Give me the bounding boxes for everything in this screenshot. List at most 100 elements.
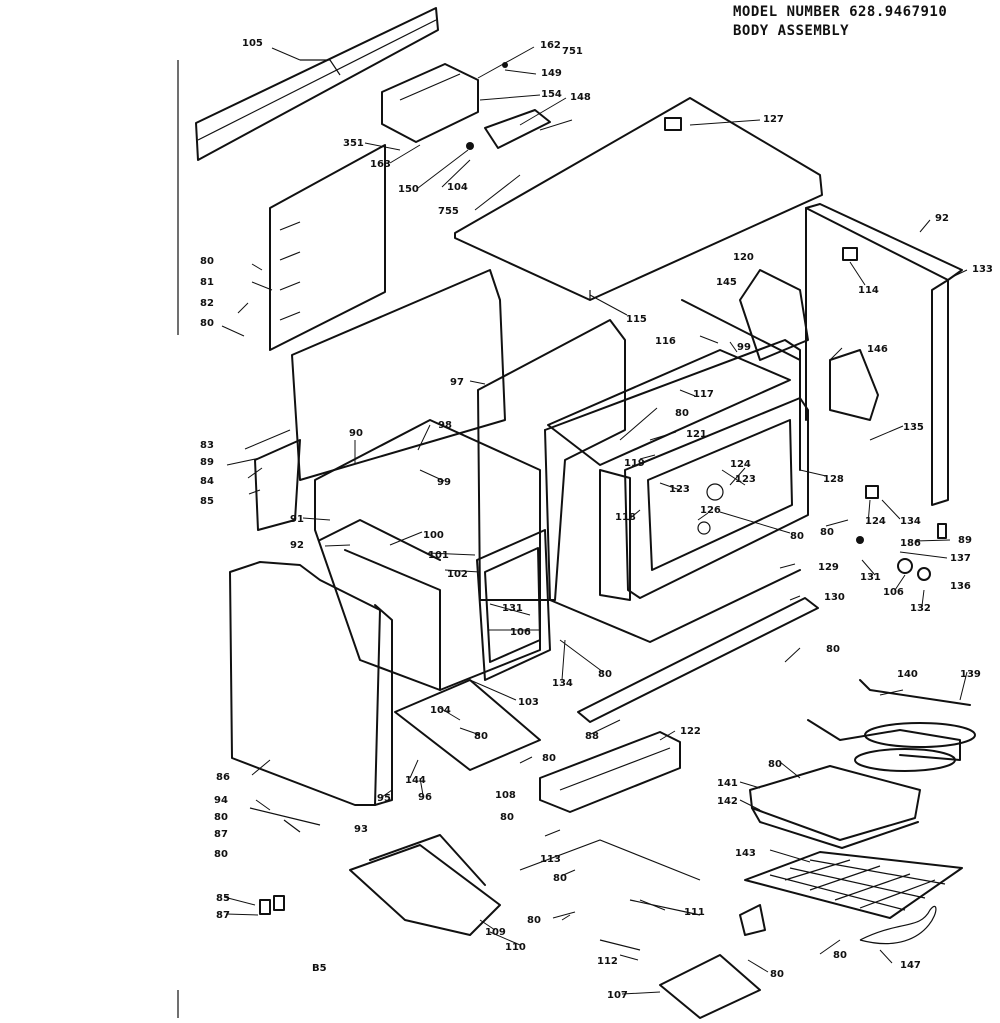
small-hardware-parts	[249, 485, 947, 951]
part-label: 148	[570, 92, 591, 103]
part-label: 128	[823, 474, 844, 485]
part-label: 131	[860, 572, 881, 583]
part-label: 89	[958, 535, 972, 546]
part-label: 80	[474, 731, 488, 742]
part-label: 144	[405, 775, 426, 786]
part-label: 143	[735, 848, 756, 859]
part-104-bottom-panel	[394, 679, 541, 771]
part-label: 80	[553, 873, 567, 884]
part-label: 130	[824, 592, 845, 603]
part-133-side-frame	[805, 203, 963, 506]
part-label: 94	[214, 795, 228, 806]
part-label: 92	[935, 213, 949, 224]
part-number-labels: 105 162 751 149 154 148 351 163 150 104 …	[200, 38, 993, 1001]
part-label: 141	[717, 778, 738, 789]
part-label: 93	[354, 824, 368, 835]
part-label: 113	[540, 854, 561, 865]
part-label: 80	[820, 527, 834, 538]
part-label: 99	[437, 477, 451, 488]
part-label: 119	[624, 458, 645, 469]
part-label: 154	[541, 89, 562, 100]
part-label: 134	[552, 678, 573, 689]
part-label: 80	[200, 318, 214, 329]
part-117-inner-frame	[547, 349, 791, 601]
page-code: B5	[312, 963, 327, 974]
part-label: 80	[826, 644, 840, 655]
part-label: 82	[200, 298, 214, 309]
part-label: 80	[598, 669, 612, 680]
part-141-broiler-pan	[749, 765, 921, 849]
part-label: 114	[858, 285, 879, 296]
part-label: 108	[495, 790, 516, 801]
part-label: 124	[865, 516, 886, 527]
part-label: 85	[216, 893, 230, 904]
leader-lines	[221, 46, 968, 995]
part-label: 83	[200, 440, 214, 451]
part-label: 80	[214, 849, 228, 860]
oven-cavity-liner	[477, 319, 801, 643]
part-123-door-frame	[624, 397, 809, 599]
part-143-oven-rack	[744, 851, 963, 919]
part-label: 146	[867, 344, 888, 355]
part-label: 112	[597, 956, 618, 967]
part-label: 129	[818, 562, 839, 573]
part-label: 80	[214, 812, 228, 823]
part-label: 107	[607, 990, 628, 1001]
part-label: 101	[428, 550, 449, 561]
part-label: 106	[510, 627, 531, 638]
part-label: 150	[398, 184, 419, 195]
part-label: 123	[735, 474, 756, 485]
part-label: 121	[686, 429, 707, 440]
part-label: 80	[790, 531, 804, 542]
model-number-title: MODEL NUMBER 628.9467910	[733, 4, 947, 20]
part-label: 118	[615, 512, 636, 523]
part-label: 755	[438, 206, 459, 217]
part-label: 80	[200, 256, 214, 267]
part-102-front-panel	[476, 529, 551, 681]
part-label: 133	[972, 264, 993, 275]
part-label: 109	[485, 927, 506, 938]
part-label: 99	[737, 342, 751, 353]
part-label: 87	[216, 910, 230, 921]
part-label: 95	[377, 793, 391, 804]
part-label: 89	[200, 457, 214, 468]
part-label: 162	[540, 40, 561, 51]
part-140-burner-element	[807, 679, 976, 772]
part-label: 139	[960, 669, 981, 680]
part-label: 80	[833, 950, 847, 961]
part-label: 84	[200, 476, 214, 487]
part-label: 85	[200, 496, 214, 507]
part-label: 100	[423, 530, 444, 541]
part-147-cord	[859, 905, 937, 945]
part-label: 186	[900, 538, 921, 549]
part-label: 92	[290, 540, 304, 551]
part-label: 90	[349, 428, 363, 439]
part-86-left-panel	[229, 561, 393, 806]
part-109-drawer-tray	[349, 834, 501, 936]
part-label: 80	[500, 812, 514, 823]
part-label: 97	[450, 377, 464, 388]
part-label: 88	[585, 731, 599, 742]
part-130-rail	[577, 597, 819, 723]
part-label: 81	[200, 277, 214, 288]
part-label: 87	[214, 829, 228, 840]
part-label: 351	[343, 138, 364, 149]
part-label: 80	[527, 915, 541, 926]
part-label: 102	[447, 569, 468, 580]
part-label: 86	[216, 772, 230, 783]
part-label: 116	[655, 336, 676, 347]
part-label: 98	[438, 420, 452, 431]
part-107-base-block	[659, 954, 761, 1019]
part-label: 111	[684, 907, 705, 918]
part-label: 96	[418, 792, 432, 803]
part-label: 115	[626, 314, 647, 325]
part-label: 104	[447, 182, 468, 193]
part-label: 110	[505, 942, 526, 953]
assembly-title: BODY ASSEMBLY	[733, 23, 849, 39]
part-label: 120	[733, 252, 754, 263]
part-label: 149	[541, 68, 562, 79]
part-label: 103	[518, 697, 539, 708]
part-label: 136	[950, 581, 971, 592]
part-81-panel	[269, 144, 386, 351]
